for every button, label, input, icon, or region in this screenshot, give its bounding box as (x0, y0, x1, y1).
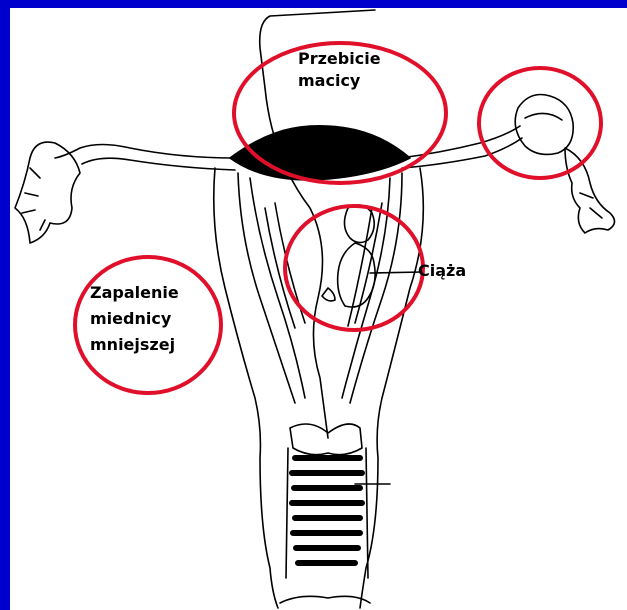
pid-label-line2: miednicy (90, 308, 171, 330)
diagram-panel: Przebicie macicy Ciąża Zapalenie miednic… (10, 8, 627, 610)
uterus-outline-left (214, 168, 278, 608)
pid-label-line1: Zapalenie (90, 282, 179, 304)
vaginal-rugae (292, 458, 362, 563)
uterine-fundus (230, 126, 410, 180)
right-fallopian-tube (400, 126, 520, 158)
perforation-label-line2: macicy (298, 70, 360, 92)
pregnancy-pointer (370, 272, 422, 273)
left-fallopian-tube (55, 145, 235, 159)
ovary-circle (479, 68, 601, 178)
pid-label-line3: mniejszej (90, 334, 175, 356)
perforation-label-line1: Przebicie (298, 48, 381, 70)
pregnancy-circle (285, 206, 423, 330)
pregnancy-label: Ciąża (418, 260, 466, 282)
right-fimbriae (565, 148, 615, 233)
right-ovary (515, 95, 573, 155)
